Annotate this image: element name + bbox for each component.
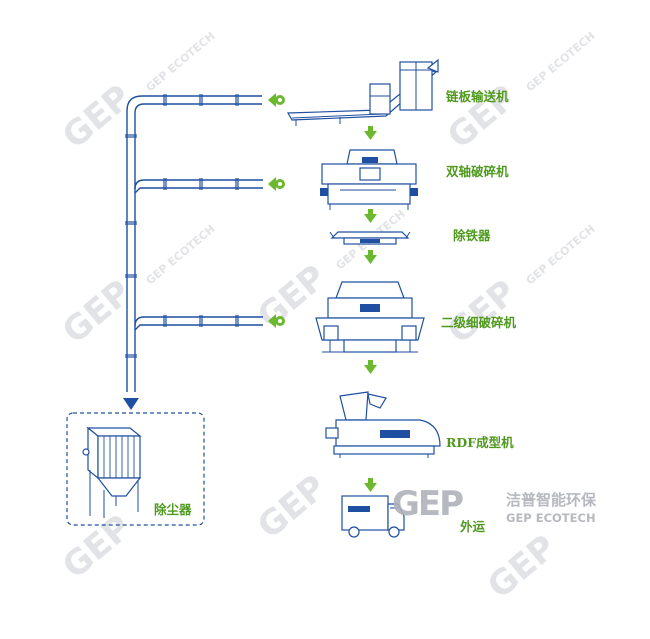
brand-name-en: GEP ECOTECH — [506, 511, 596, 525]
svg-text:GEP: GEP — [55, 507, 139, 587]
stage-label-twin-shaft-shredder: 双轴破碎机 — [445, 164, 509, 179]
flow-arrow-2 — [364, 209, 377, 223]
dust-flow-arrow — [123, 398, 139, 410]
svg-text:GEP ECOTECH: GEP ECOTECH — [524, 29, 598, 94]
stage-label-secondary-fine-shredder: 二级细破碎机 — [441, 315, 517, 330]
dust-collector-label: 除尘器 — [154, 502, 192, 517]
stage-label-rdf-forming-machine: RDF成型机 — [446, 435, 514, 450]
stage-label-transport-out: 外运 — [459, 519, 486, 534]
iron-remover-machine — [329, 231, 411, 245]
svg-text:GEP ECOTECH: GEP ECOTECH — [144, 222, 218, 287]
svg-text:GEP: GEP — [480, 527, 564, 607]
stage-label-iron-remover: 除铁器 — [453, 228, 491, 243]
flow-arrow-1 — [364, 126, 377, 140]
transport-truck — [341, 495, 405, 538]
svg-text:GEP ECOTECH: GEP ECOTECH — [144, 29, 218, 94]
brand-watermark: GEP 洁普智能环保 GEP ECOTECH — [392, 484, 597, 525]
flow-arrow-3 — [364, 250, 377, 264]
flow-arrow-4 — [364, 360, 377, 374]
twin-shaft-shredder-machine — [320, 149, 418, 210]
svg-text:GEP: GEP — [250, 467, 334, 547]
dust-pipe-main — [123, 94, 263, 410]
svg-text:GEP: GEP — [440, 272, 524, 352]
dust-collector-box — [66, 412, 205, 526]
secondary-fine-shredder-machine — [315, 281, 425, 353]
stage-label-chain-conveyor: 链板输送机 — [446, 89, 509, 104]
flow-arrow-5 — [364, 478, 377, 492]
brand-logo: GEP — [392, 484, 463, 524]
chain-conveyor-machine — [286, 58, 439, 126]
suction-arrows — [268, 93, 285, 328]
rdf-forming-machine — [325, 391, 441, 458]
svg-text:GEP ECOTECH: GEP ECOTECH — [524, 222, 598, 287]
brand-name-cn: 洁普智能环保 — [506, 491, 597, 509]
